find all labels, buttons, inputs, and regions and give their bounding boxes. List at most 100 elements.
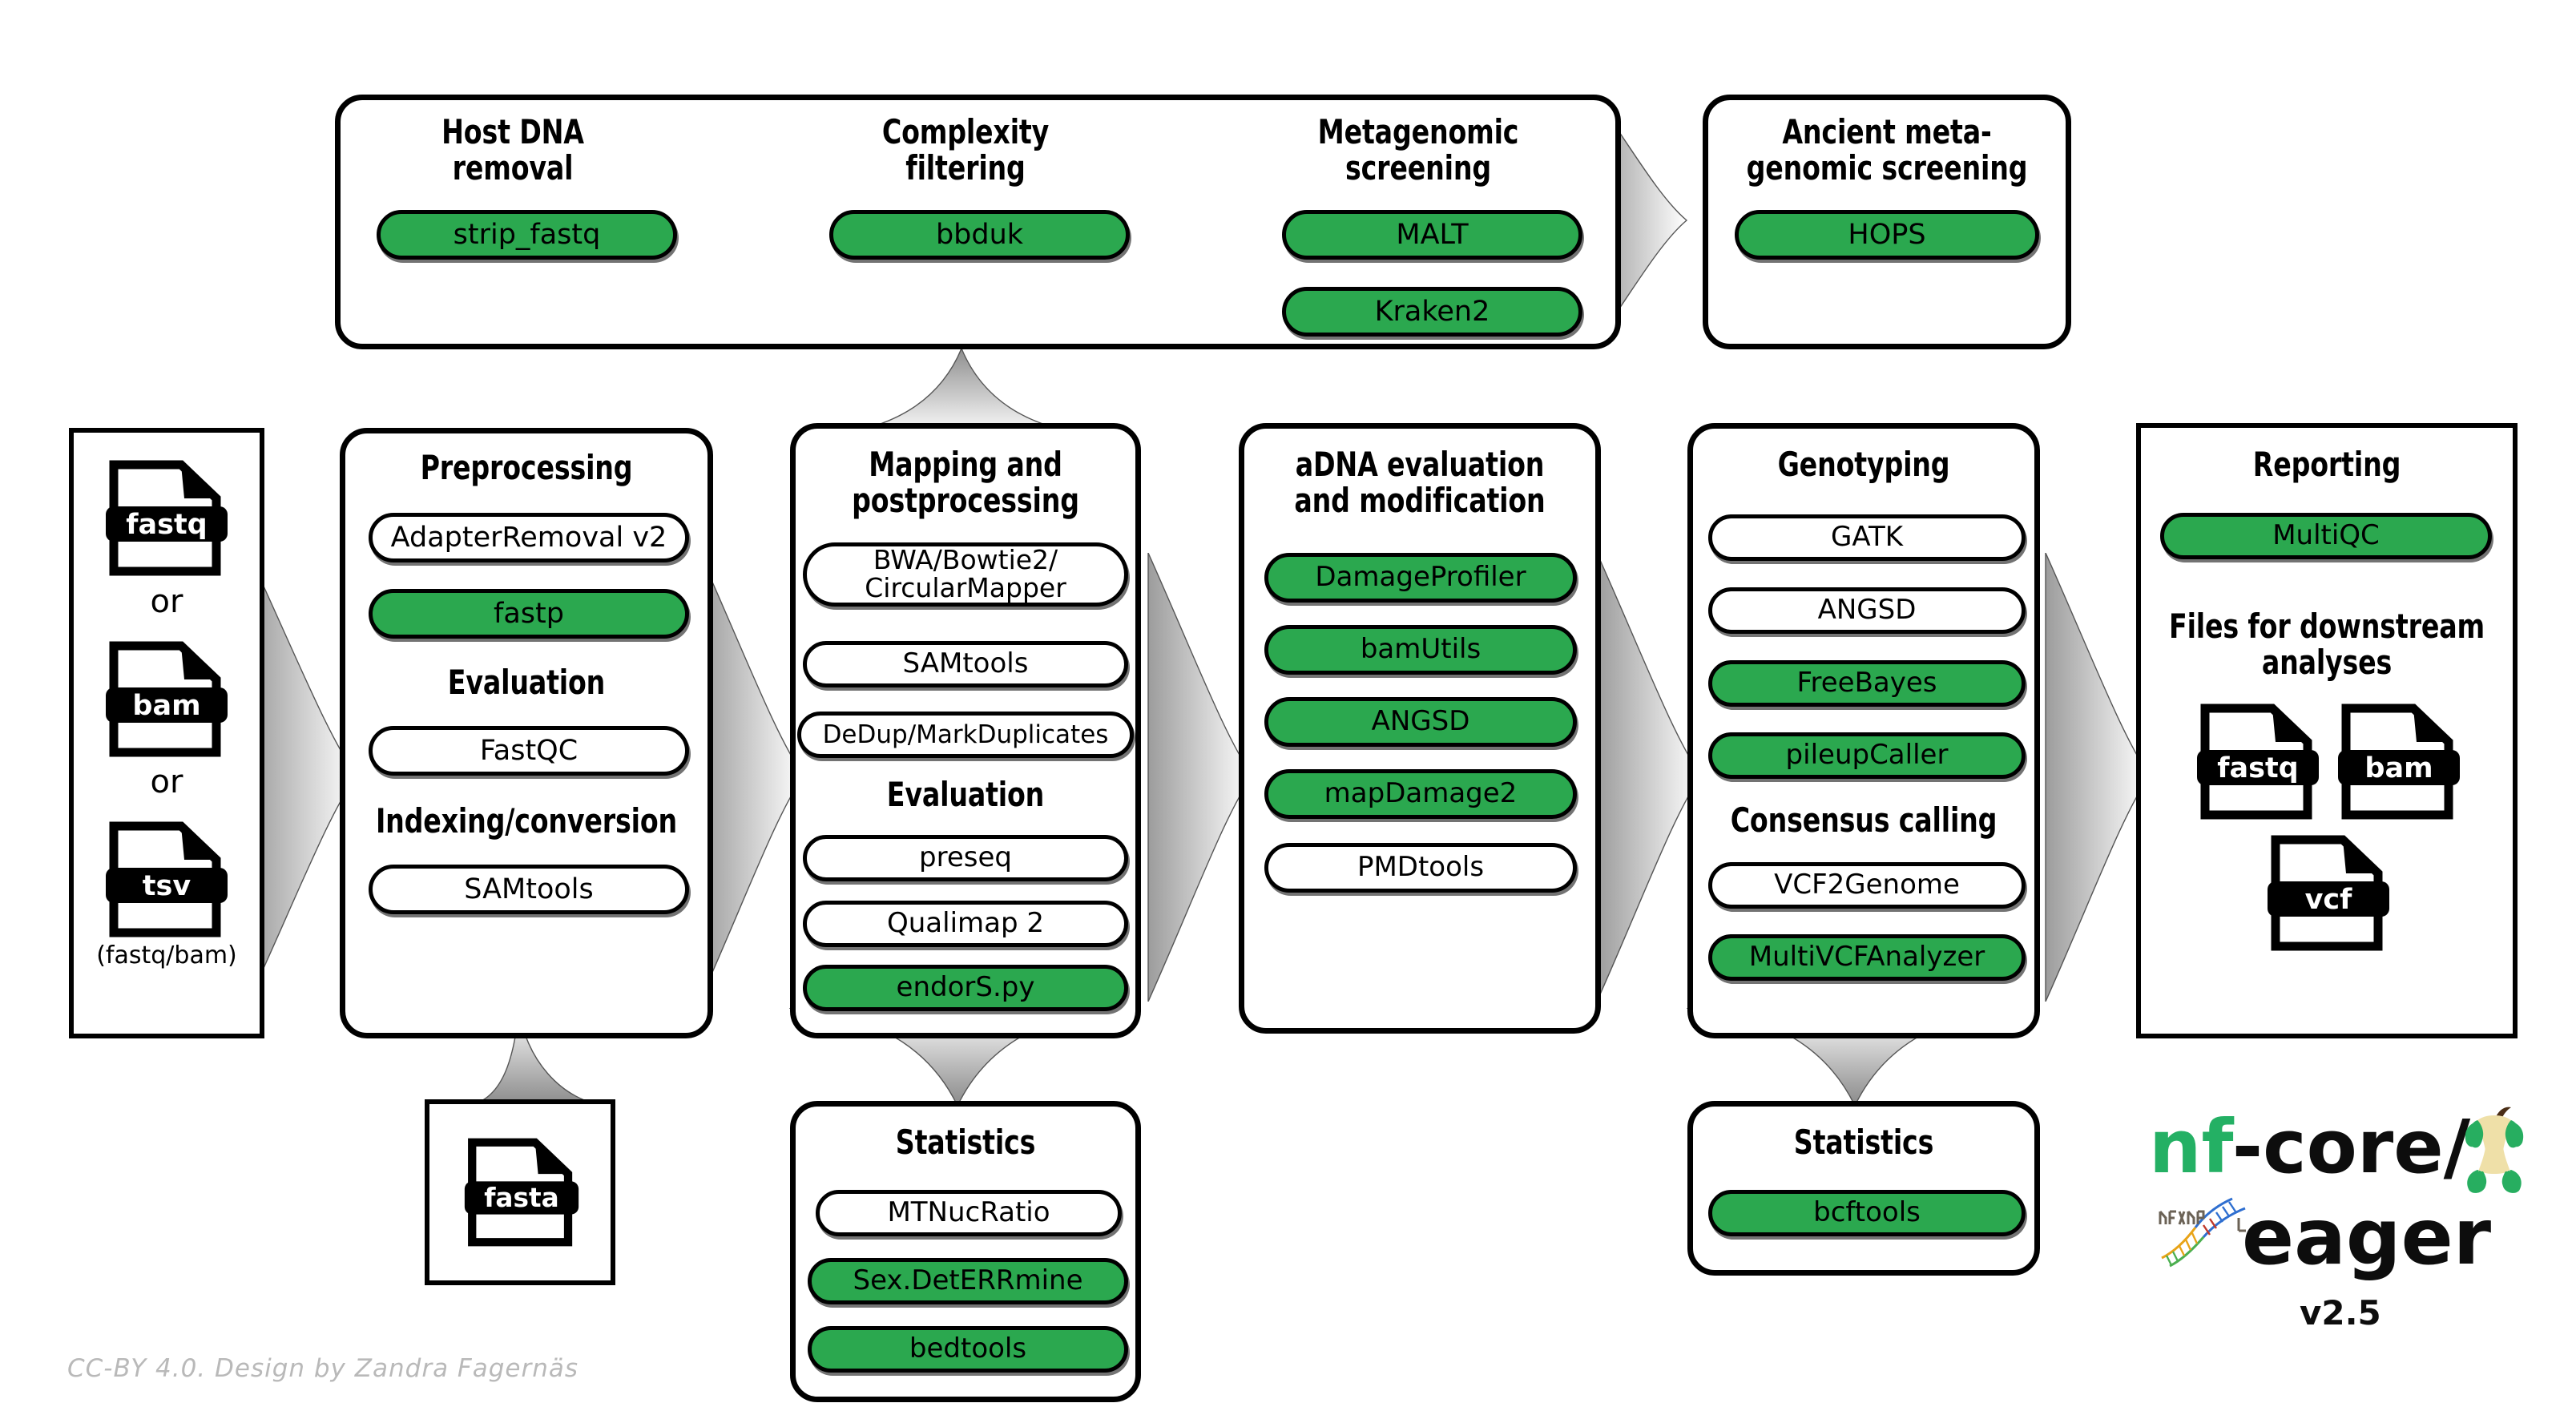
tool-dedup-markduplicates[interactable]: DeDup/MarkDuplicates [797,712,1134,758]
svg-text:bam: bam [2364,752,2433,784]
logo-core-text: -core/ [2231,1104,2471,1190]
tool-label: Qualimap 2 [886,907,1044,940]
tool-bwa-bowtie2-circularmapper[interactable]: BWA/Bowtie2/ CircularMapper [803,542,1128,607]
tool-sex-determine[interactable]: Sex.DetERRmine [808,1258,1128,1304]
svg-text:tsv: tsv [143,870,191,902]
reporting-title: Reporting [2166,446,2487,483]
tool-kraken2[interactable]: Kraken2 [1282,287,1582,337]
tool-label: VCF2Genome [1774,869,1960,901]
file-tsv-icon: tsv [106,821,228,937]
apple-core-icon [2465,1107,2524,1193]
complexity-filtering-title: Complexity filtering [845,112,1085,187]
tool-qualimap-2[interactable]: Qualimap 2 [803,901,1128,947]
tool-label: DeDup/MarkDuplicates [822,720,1109,749]
logo-wordmark-line1: nf-core/ [2149,1111,2470,1184]
tool-multiqc[interactable]: MultiQC [2160,513,2492,559]
tool-label: ANGSD [1817,594,1917,627]
statistics-title-text: Statistics [1793,1123,1934,1162]
nf-core-eager-logo: nf-core/ eager [2115,1104,2532,1345]
tool-label: Sex.DetERRmine [853,1264,1083,1297]
statistics-mapping-title: Statistics [818,1123,1113,1162]
tool-angsd-adna[interactable]: ANGSD [1264,697,1577,747]
logo-wordmark-line2: eager [2242,1199,2491,1276]
mapping-title-text: Mapping and postprocessing [852,445,1079,520]
subtitle-text: Evaluation [886,775,1045,814]
tool-label: bcftools [1813,1196,1921,1229]
file-fastq-icon: fastq [2197,704,2319,820]
tool-label: AdapterRemoval v2 [390,521,667,554]
tool-gatk[interactable]: GATK [1708,514,2026,561]
file-fastq-icon: fastq [106,460,228,576]
host-dna-removal-title: Host DNA removal [393,112,632,187]
tool-label: pileupCaller [1785,739,1949,772]
credit-label: CC-BY 4.0. Design by Zandra Fagernäs [67,1354,579,1383]
tool-angsd-genotyping[interactable]: ANGSD [1708,587,2026,634]
tool-pileupcaller[interactable]: pileupCaller [1708,732,2026,779]
tool-label: strip_fastq [453,218,601,251]
tool-label: mapDamage2 [1324,777,1518,810]
tool-fastqc[interactable]: FastQC [369,726,689,776]
svg-text:fastq: fastq [126,509,207,541]
tool-label: bamUtils [1360,633,1482,666]
subtitle-text: Files for downstream analyses [2169,607,2485,682]
genotyping-title-text: Genotyping [1777,445,1950,484]
tool-mtnucratio[interactable]: MTNucRatio [816,1190,1122,1236]
svg-text:bam: bam [132,690,200,722]
tool-samtools-preprocessing[interactable]: SAMtools [369,865,689,914]
tool-label: MALT [1396,218,1469,251]
tool-preseq[interactable]: preseq [803,835,1128,881]
complexity-filtering-title-text: Complexity filtering [881,112,1050,187]
tool-hops[interactable]: HOPS [1735,210,2039,260]
dna-helix-icon [2159,1197,2246,1268]
tool-fastp[interactable]: fastp [369,589,689,639]
tool-mapdamage2[interactable]: mapDamage2 [1264,769,1577,819]
metagenomic-screening-title-text: Metagenomic screening [1317,112,1519,187]
or-label: or [150,583,183,620]
tool-freebayes[interactable]: FreeBayes [1708,660,2026,707]
reporting-subtitle-downstream: Files for downstream analyses [2159,607,2495,682]
tool-label: FastQC [479,734,578,767]
metagenomic-screening-title: Metagenomic screening [1298,112,1538,187]
tool-bedtools[interactable]: bedtools [808,1326,1128,1373]
inputs-note: (fastq/bam) [80,941,253,970]
tool-label: MultiQC [2272,519,2380,552]
tool-bcftools[interactable]: bcftools [1708,1190,2026,1236]
statistics-title-text: Statistics [895,1123,1036,1162]
statistics-genotyping-box [1687,1101,2040,1276]
tool-strip-fastq[interactable]: strip_fastq [377,210,677,260]
file-bam-icon: bam [2338,704,2460,820]
logo-eager-text: eager [2242,1192,2492,1282]
mapping-subtitle-evaluation: Evaluation [818,775,1113,814]
inputs-or-1: or [104,583,229,620]
tool-label: PMDtools [1357,851,1485,884]
credit-text: CC-BY 4.0. Design by Zandra Fagernäs [67,1354,578,1383]
or-label: or [150,764,183,800]
tool-bbduk[interactable]: bbduk [829,210,1130,260]
adna-title: aDNA evaluation and modification [1264,446,1577,518]
tool-label: bbduk [935,218,1024,251]
tool-multivcfanalyzer[interactable]: MultiVCFAnalyzer [1708,934,2026,981]
tool-samtools-mapping[interactable]: SAMtools [803,641,1128,687]
tool-bamutils[interactable]: bamUtils [1264,625,1577,675]
file-fasta-icon: fasta [464,1138,579,1247]
subtitle-text: Consensus calling [1730,800,1998,840]
mapping-title: Mapping and postprocessing [818,445,1113,520]
tool-label: endorS.py [896,971,1035,1004]
tool-vcf2genome[interactable]: VCF2Genome [1708,862,2026,909]
tool-pmdtools[interactable]: PMDtools [1264,843,1577,893]
tool-malt[interactable]: MALT [1282,210,1582,260]
logo-version: v2.5 [2300,1293,2381,1332]
file-bam-icon: bam [106,641,228,757]
statistics-genotyping-title: Statistics [1715,1123,2012,1162]
tool-damageprofiler[interactable]: DamageProfiler [1264,553,1577,603]
preprocessing-title-text: Preprocessing [420,448,633,487]
tool-label: fastp [494,597,564,630]
tool-adapterremoval-v2[interactable]: AdapterRemoval v2 [369,513,689,562]
inputs-or-2: or [104,764,229,800]
tool-endors-py[interactable]: endorS.py [803,965,1128,1011]
tool-label: FreeBayes [1796,667,1937,699]
ancient-screening-title: Ancient meta-genomic screening [1731,114,2042,186]
tool-label: MultiVCFAnalyzer [1748,941,1985,974]
host-dna-removal-title-text: Host DNA removal [441,112,584,187]
